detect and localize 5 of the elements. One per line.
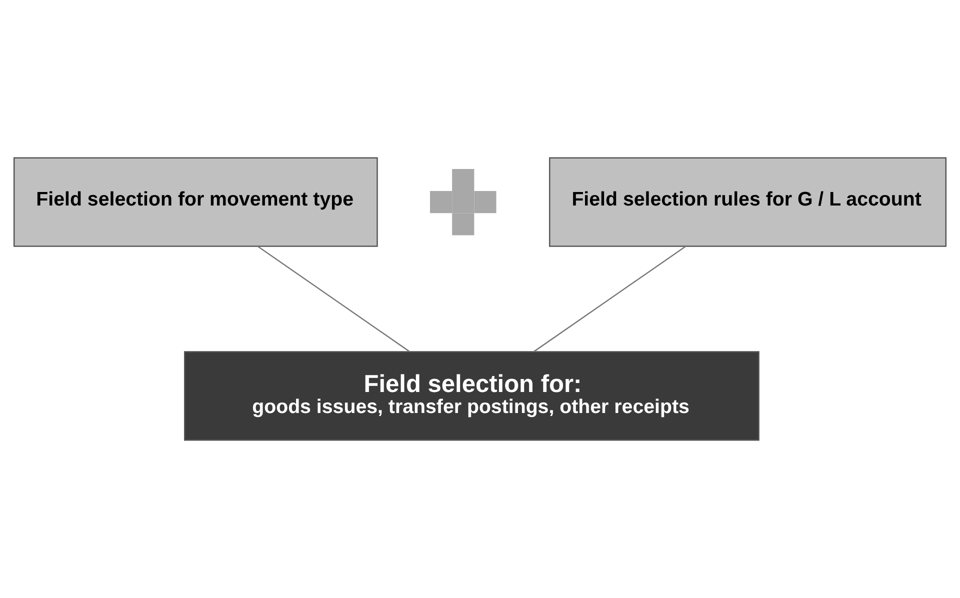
- node-box: Field selection rules for G / L account: [549, 157, 947, 247]
- node-box: Field selection for: goods issues, transfer postings, other receipts: [184, 351, 760, 441]
- connector: [257, 246, 410, 352]
- connector: [534, 246, 686, 352]
- node-box: Field selection for movement type: [13, 157, 378, 247]
